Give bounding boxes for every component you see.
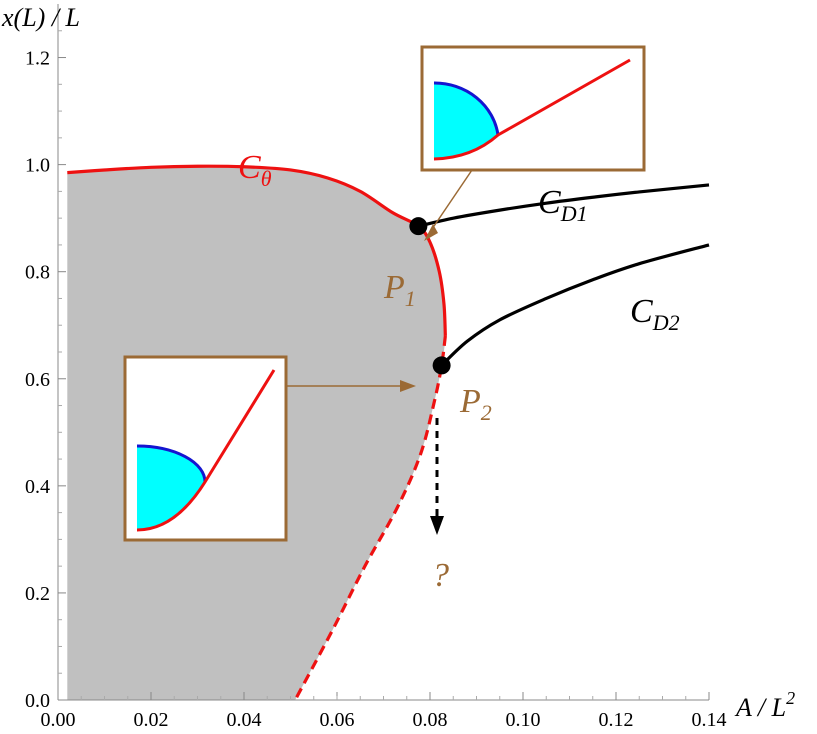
c-theta-label: Cθ xyxy=(238,149,272,191)
c-d2-label-sub: D2 xyxy=(652,310,680,335)
lower-inset xyxy=(123,355,416,542)
x-tick-label: 0.12 xyxy=(599,709,634,731)
x-axis-label-text: A / L xyxy=(734,693,786,722)
lower-inset-arc xyxy=(136,444,207,483)
x-tick-label: 0.10 xyxy=(506,709,541,731)
point-layer xyxy=(409,217,451,375)
y-tick-group: 0.0 0.2 0.4 0.6 0.8 1.0 1.2 xyxy=(25,30,66,712)
point-p2 xyxy=(432,356,451,375)
point-p1 xyxy=(409,217,428,236)
upper-inset-arc xyxy=(433,81,500,136)
c-d2-label: CD2 xyxy=(630,293,680,335)
lower-inset-fill xyxy=(137,446,205,530)
x-axis-label-sup: 2 xyxy=(786,688,795,708)
upper-inset-fill xyxy=(434,82,498,159)
c-theta-curve xyxy=(67,164,447,337)
p2-label: P2 xyxy=(459,383,492,425)
upper-inset-arrow-head xyxy=(424,224,438,241)
upper-inset-arrow-line xyxy=(429,169,473,233)
x-tick-label: 0.06 xyxy=(320,709,355,731)
y-tick-label: 0.2 xyxy=(25,583,50,605)
p2-label-main: P xyxy=(459,383,481,420)
x-tick-label: 0.04 xyxy=(227,709,262,731)
c-d1-curve xyxy=(418,183,710,228)
y-tick-label: 0.8 xyxy=(25,262,50,284)
x-tick-label: 0.02 xyxy=(134,709,169,731)
lower-inset-arrow-head xyxy=(400,380,416,392)
p1-label-main: P xyxy=(383,269,405,306)
y-tick-label: 0.4 xyxy=(25,476,50,498)
y-tick-label: 1.0 xyxy=(25,155,50,177)
x-tick-label: 0.00 xyxy=(41,709,76,731)
p1-label-sub: 1 xyxy=(405,286,416,311)
c-d1-label-sub: D1 xyxy=(560,201,588,226)
c-theta-label-main: C xyxy=(238,149,261,186)
y-tick-label: 0.6 xyxy=(25,369,50,391)
c-theta-label-sub: θ xyxy=(261,166,272,191)
upper-inset-red-line xyxy=(433,58,631,161)
question-mark: ? xyxy=(432,557,449,594)
c-d1-label: CD1 xyxy=(538,184,588,226)
p1-label: P1 xyxy=(383,269,416,311)
y-tick-label: 0.0 xyxy=(25,690,50,712)
dashed-arrow-head xyxy=(430,516,444,535)
lower-inset-red-line xyxy=(136,369,276,532)
x-tick-label: 0.14 xyxy=(692,709,727,731)
y-tick-label: 1.2 xyxy=(25,48,50,70)
x-axis-label: A / L2 xyxy=(734,688,795,722)
c-d2-label-main: C xyxy=(630,293,653,330)
x-tick-group: 0.00 0.02 0.04 0.06 0.08 0.10 0.12 0.14 xyxy=(41,692,727,731)
y-axis-label: x(L) / L xyxy=(1,3,80,32)
c-d1-label-main: C xyxy=(538,184,561,221)
upper-inset xyxy=(420,45,646,241)
x-tick-label: 0.08 xyxy=(413,709,448,731)
p2-label-sub: 2 xyxy=(481,400,492,425)
c-d2-curve xyxy=(440,243,710,367)
